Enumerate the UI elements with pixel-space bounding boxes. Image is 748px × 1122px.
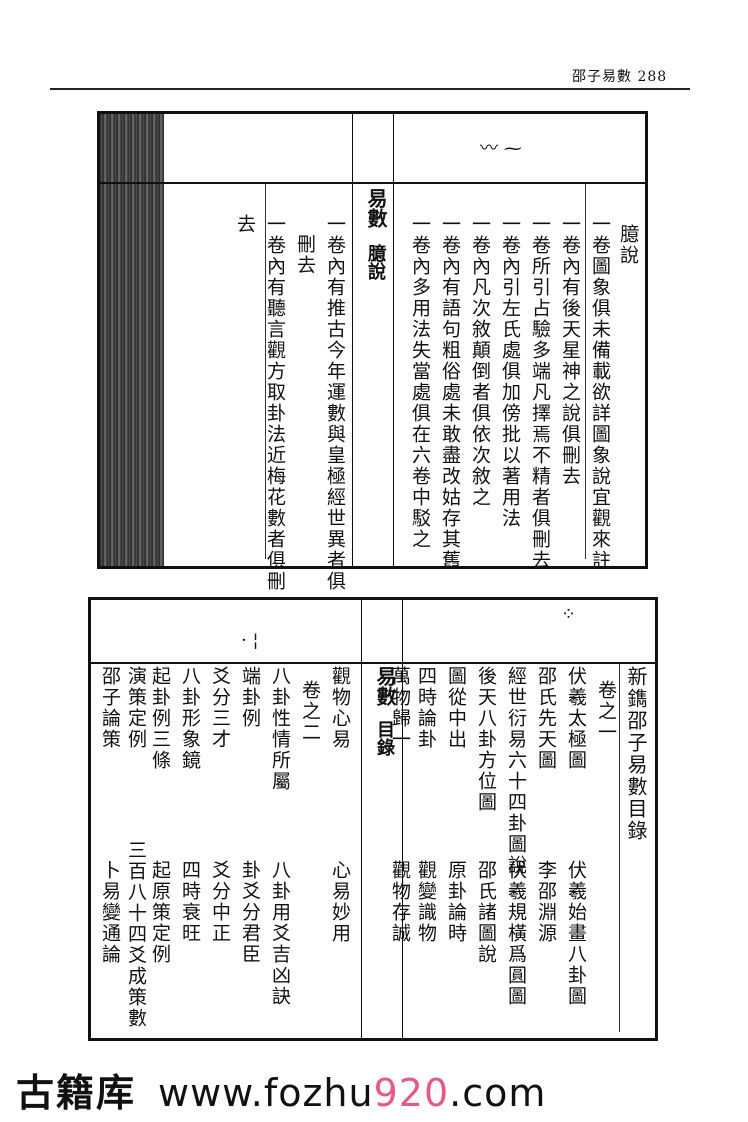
column-rule [585, 184, 586, 559]
toc-entry: 邵氏先天圖 [535, 666, 557, 771]
column-text: 去 [234, 214, 256, 235]
toc-entry: 四時衰旺 [179, 860, 201, 944]
toc-entry: 萬物歸一 [389, 666, 411, 750]
toc-entry: 經世衍易六十四卦圖說 [505, 666, 527, 876]
column-rule [265, 184, 266, 559]
toc-entry: 卦爻分君臣 [239, 860, 261, 965]
column-text: 一卷內多用法失當處俱在六卷中駁之 [409, 214, 431, 550]
ink-mark: 〰 ⁓ [480, 138, 522, 159]
column-text: 一卷內有後天星神之說俱刪去 [559, 214, 581, 487]
toc-entry: 伏羲太極圖 [565, 666, 587, 771]
header-rule [50, 88, 690, 90]
column-rule [619, 664, 620, 1032]
fold-label: 易數 [373, 666, 397, 706]
toc-entry: 卜易變通論 [99, 860, 121, 965]
column-text: 一卷圖象俱未備載欲詳圖象說宜觀來註 [589, 214, 611, 571]
center-fold [352, 114, 394, 566]
column-text: 一卷內引左氏處俱加傍批以著用法 [499, 214, 521, 529]
binding-margin [100, 114, 164, 566]
toc-entry: 起原策定例 [149, 860, 171, 965]
column-text: 一卷內有語句粗俗處未敢盡改姑存其舊 [439, 214, 461, 571]
toc-entry: 爻分三才 [209, 666, 231, 750]
url-prefix: www.fozhu [158, 1071, 374, 1115]
ink-mark: · ¦ [241, 630, 259, 651]
toc-entry: 八卦性情所屬 [269, 666, 291, 792]
fold-section: 臆說 [365, 244, 386, 280]
toc-entry: 邵子論策 [99, 666, 121, 750]
column-text: 一卷所引占驗多端凡擇焉不精者俱刪去 [529, 214, 551, 571]
toc-entry: 爻分中正 [209, 860, 231, 944]
url-number: 920 [373, 1071, 450, 1115]
toc-entry: 伏羲規橫爲圓圖 [505, 860, 527, 1007]
fold-label: 易數 [364, 188, 388, 228]
top-band [100, 114, 645, 184]
toc-entry: 三百八十四爻成策數 [125, 840, 147, 1029]
top-band [91, 600, 655, 664]
toc-entry: 後天八卦方位圖 [475, 666, 497, 813]
url-suffix: .com [449, 1071, 547, 1115]
ink-mark: ⁘ [561, 604, 577, 625]
toc-entry: 心易妙用 [329, 860, 351, 944]
page-header-title: 邵子易數 288 [572, 69, 668, 85]
toc-entry: 八卦用爻吉凶訣 [269, 860, 291, 1007]
toc-entry: 觀物存誠 [389, 860, 411, 944]
toc-entry: 起卦例三條 [149, 666, 171, 771]
toc-entry: 觀變識物 [415, 860, 437, 944]
bottom-page-scan: · ¦ ⁘ 易數 目錄 新鐫邵子易數目錄 卷之一 伏羲太極圖 伏羲始畫八卦圖 邵… [88, 597, 658, 1041]
toc-entry: 觀物心易 [329, 666, 351, 750]
toc-entry: 四時論卦 [415, 666, 437, 750]
watermark-url: www.fozhu920.com [158, 1071, 546, 1115]
toc-volume-heading: 卷之二 [299, 680, 321, 743]
column-text: 一卷內凡次敘顛倒者俱依次敘之 [469, 214, 491, 508]
column-text: 一卷內有聽言觀方取卦法近梅花數者俱刪 [264, 214, 286, 592]
column-text: 一卷內有推古今年運數與皇極經世異者俱 [324, 214, 346, 592]
site-watermark: 古籍库 www.fozhu920.com [16, 1062, 546, 1117]
column-text: 臆說 [617, 224, 639, 266]
toc-entry: 演策定例 [125, 666, 147, 750]
toc-entry: 伏羲始畫八卦圖 [565, 860, 587, 1007]
column-text: 刪去 [294, 234, 316, 276]
toc-entry: 端卦例 [239, 666, 261, 729]
fold-section: 目錄 [374, 720, 395, 756]
toc-title: 新鐫邵子易數目錄 [624, 666, 648, 842]
toc-entry: 李邵淵源 [535, 860, 557, 944]
center-fold [361, 600, 403, 1038]
toc-entry: 原卦論時 [445, 860, 467, 944]
toc-entry: 圖從中出 [445, 666, 467, 750]
toc-volume-heading: 卷之一 [595, 680, 617, 743]
top-page-scan: 〰 ⁓ 易數 臆說 臆說 一卷圖象俱未備載欲詳圖象說宜觀來註 一卷內有後天星神之… [97, 111, 648, 592]
watermark-brand: 古籍库 [16, 1071, 137, 1115]
toc-entry: 八卦形象鏡 [179, 666, 201, 771]
toc-entry: 邵氏諸圖說 [475, 860, 497, 965]
